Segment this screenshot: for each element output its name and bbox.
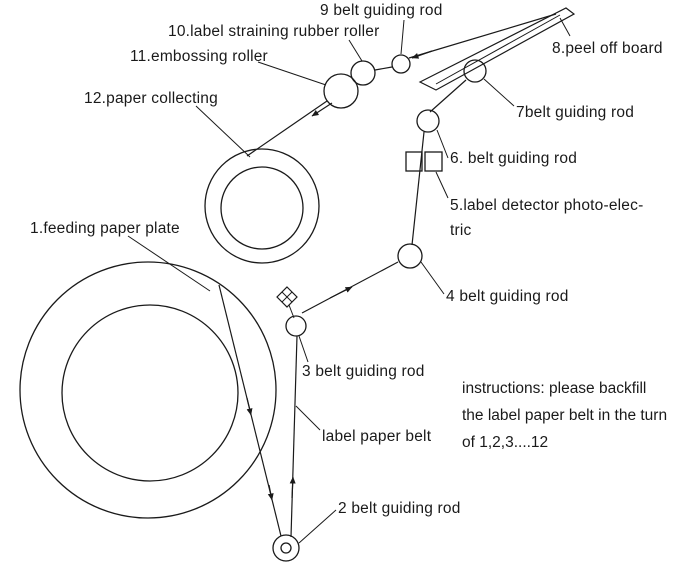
label-part-11: 11.embossing roller	[130, 48, 268, 65]
label-detector-left-block	[405, 151, 423, 172]
leader-3	[298, 335, 309, 363]
belt-guiding-rod-6	[416, 109, 440, 133]
belt-guiding-rod-3	[285, 315, 307, 337]
leader-5	[435, 171, 449, 199]
leader-2	[298, 509, 337, 544]
instructions-line-1: instructions: please backfill	[462, 380, 647, 397]
peel-off-board-inner-line	[435, 14, 561, 85]
paper-collecting-outer	[204, 148, 320, 264]
leader-1	[127, 235, 211, 292]
belt-guiding-rod-9	[391, 54, 411, 74]
label-part-12: 12.paper collecting	[84, 90, 218, 107]
feeding-paper-plate-inner	[61, 304, 239, 482]
arrow-belt-down-mid	[246, 397, 253, 416]
label-part-5-line1: 5.label detector photo-elec-	[450, 197, 644, 214]
feeding-paper-plate-outer	[19, 261, 277, 519]
leader-10	[348, 39, 363, 62]
label-part-7: 7belt guiding rod	[516, 104, 635, 121]
belt-guiding-rod-7	[463, 59, 487, 83]
label-part-9: 9 belt guiding rod	[320, 2, 443, 19]
label-part-8: 8.peel off board	[552, 40, 663, 57]
leader-11	[257, 61, 327, 86]
belt-segment-to-paper-collecting	[246, 100, 328, 157]
belt-segment-return-to-rod9	[408, 13, 557, 59]
instructions-line-3: of 1,2,3....12	[462, 434, 549, 451]
belt-tension-block	[276, 286, 298, 308]
label-detector-right-block	[424, 151, 443, 172]
belt-guiding-rod-2-inner	[280, 542, 292, 554]
arrow-belt-up	[289, 476, 296, 499]
label-part-10: 10.label straining rubber roller	[168, 23, 380, 40]
leader-9	[400, 19, 405, 55]
arrow-return-to-rod9	[411, 50, 433, 59]
belt-segment-up-to-rod3	[290, 335, 298, 538]
instructions-line-2: the label paper belt in the turn	[462, 407, 668, 424]
leader-6	[436, 129, 449, 159]
label-part-3: 3 belt guiding rod	[302, 363, 425, 380]
belt-segment-rod9-to-roller10	[374, 66, 393, 71]
belt-segment-rod6-to-rod7	[429, 79, 467, 113]
belt-tension-block-hatch-2	[281, 291, 293, 303]
label-paper-belt: label paper belt	[322, 428, 432, 445]
arrow-to-rod4	[329, 286, 353, 299]
leader-belt-label	[295, 405, 321, 431]
leader-4	[420, 261, 445, 295]
embossing-roller	[323, 73, 359, 109]
arrow-belt-down-low	[267, 484, 274, 501]
leader-8	[559, 17, 571, 37]
leader-12	[195, 105, 251, 158]
label-part-2: 2 belt guiding rod	[338, 500, 461, 517]
leader-7	[483, 78, 515, 107]
label-part-5-line2: tric	[450, 222, 472, 239]
belt-segment-diamond-to-rod3	[288, 304, 295, 319]
label-part-1: 1.feeding paper plate	[30, 220, 180, 237]
paper-collecting-inner	[220, 166, 304, 250]
arrow-to-collecting	[311, 102, 333, 117]
label-straining-rubber-roller	[350, 60, 376, 86]
label-part-4: 4 belt guiding rod	[446, 288, 569, 305]
label-part-6: 6. belt guiding rod	[450, 150, 578, 167]
belt-segment-rod4-to-rod6	[411, 131, 425, 246]
belt-guiding-rod-4	[397, 243, 423, 269]
belt-guiding-rod-2-outer	[272, 534, 300, 562]
